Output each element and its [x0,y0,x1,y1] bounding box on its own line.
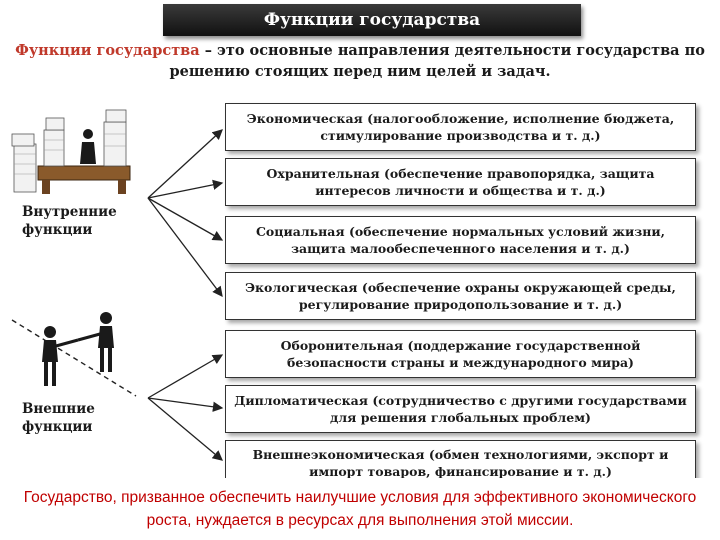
definition-term: Функции государства [15,42,200,59]
function-ecological: Экологическая (обеспечение охраны окружа… [225,272,696,320]
slide-title: Функции государства [163,4,581,36]
function-desc: (поддержание государственной безопасност… [287,338,641,370]
function-name: Дипломатическая [234,393,368,408]
footer-text: Государство, призванное обеспечить наилу… [23,489,697,529]
function-diplomatic: Дипломатическая (сотрудничество с другим… [225,385,696,433]
function-desc: (обеспечение правопорядка, защита интере… [315,166,655,198]
function-name: Внешнеэкономическая [252,447,425,462]
office-desk-illustration [11,109,131,194]
function-desc: (обеспечение нормальных условий жизни, з… [291,224,666,256]
function-social: Социальная (обеспечение нормальных услов… [225,216,696,264]
function-name: Оборонительная [280,338,404,353]
function-name: Социальная [255,224,345,239]
arrow-external-2 [147,397,224,412]
arrow-external-1 [147,354,224,399]
function-name: Экологическая [245,280,358,295]
internal-functions-label: Внутренние функции [22,204,117,238]
definition-body: – это основные направления деятельности … [169,42,705,80]
external-functions-label: Внешние функции [22,401,95,435]
definition-text: Функции государства – это основные напра… [8,40,712,82]
function-desc: (налогообложение, исполнение бюджета, ст… [320,111,675,143]
function-defensive: Оборонительная (поддержание государствен… [225,330,696,378]
footer-caption: Государство, призванное обеспечить наилу… [0,478,720,540]
function-name: Охранительная [266,166,380,181]
arrow-internal-3 [147,197,224,241]
function-desc: (сотрудничество с другими государствами … [330,393,687,425]
function-protective: Охранительная (обеспечение правопорядка,… [225,158,696,206]
arrow-internal-1 [147,129,223,199]
handshake-illustration [11,312,137,397]
function-economic: Экономическая (налогообложение, исполнен… [225,103,696,151]
arrow-internal-4 [147,197,223,298]
function-desc: (обмен технологиями, экспорт и импорт то… [309,447,669,479]
arrow-external-3 [147,397,223,461]
function-desc: (обеспечение охраны окружающей среды, ре… [298,280,676,312]
arrow-internal-2 [147,179,224,199]
function-name: Экономическая [246,111,363,126]
